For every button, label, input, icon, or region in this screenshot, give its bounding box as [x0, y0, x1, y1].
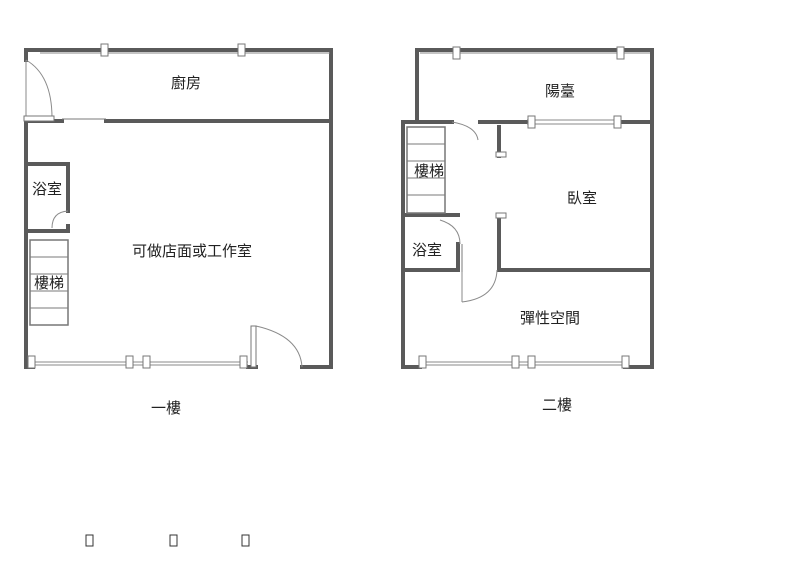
bedroom-wall	[497, 125, 654, 272]
bath2-door	[439, 219, 461, 245]
legend-marks	[85, 534, 250, 547]
floor2-outer-wall	[415, 48, 654, 369]
bath2-wall	[401, 242, 460, 272]
flex-door	[461, 269, 498, 303]
room-kitchen: 廚房	[171, 74, 201, 92]
room-balcony: 陽臺	[545, 82, 575, 100]
room-shop: 可做店面或工作室	[132, 242, 252, 260]
floor1-outer-wall	[24, 48, 333, 369]
room-stairs1: 樓梯	[34, 274, 64, 292]
room-bath1: 浴室	[32, 180, 62, 198]
mark-box	[241, 534, 250, 547]
stairs1	[29, 239, 69, 326]
bath1-door	[51, 210, 69, 229]
floor2-caption: 二樓	[542, 396, 572, 414]
room-bath2: 浴室	[412, 241, 442, 259]
room-bedroom: 臥室	[567, 189, 597, 207]
floor1-caption: 一樓	[151, 399, 181, 417]
mark-box	[169, 534, 178, 547]
floor2-plan: 陽臺 樓梯 臥室 浴室 彈性空間 二樓	[401, 46, 654, 414]
kitchen-door	[25, 59, 53, 119]
entry-door	[255, 325, 303, 368]
stairs2	[401, 126, 460, 217]
mark-box	[85, 534, 94, 547]
balcony-door	[451, 121, 479, 141]
floor1-plan: 廚房 浴室 樓梯 可做店面或工作室 一樓	[23, 43, 333, 417]
room-stairs2: 樓梯	[414, 162, 444, 180]
bath1-wall	[24, 162, 70, 233]
window-post	[100, 43, 109, 57]
room-flex: 彈性空間	[520, 309, 580, 327]
